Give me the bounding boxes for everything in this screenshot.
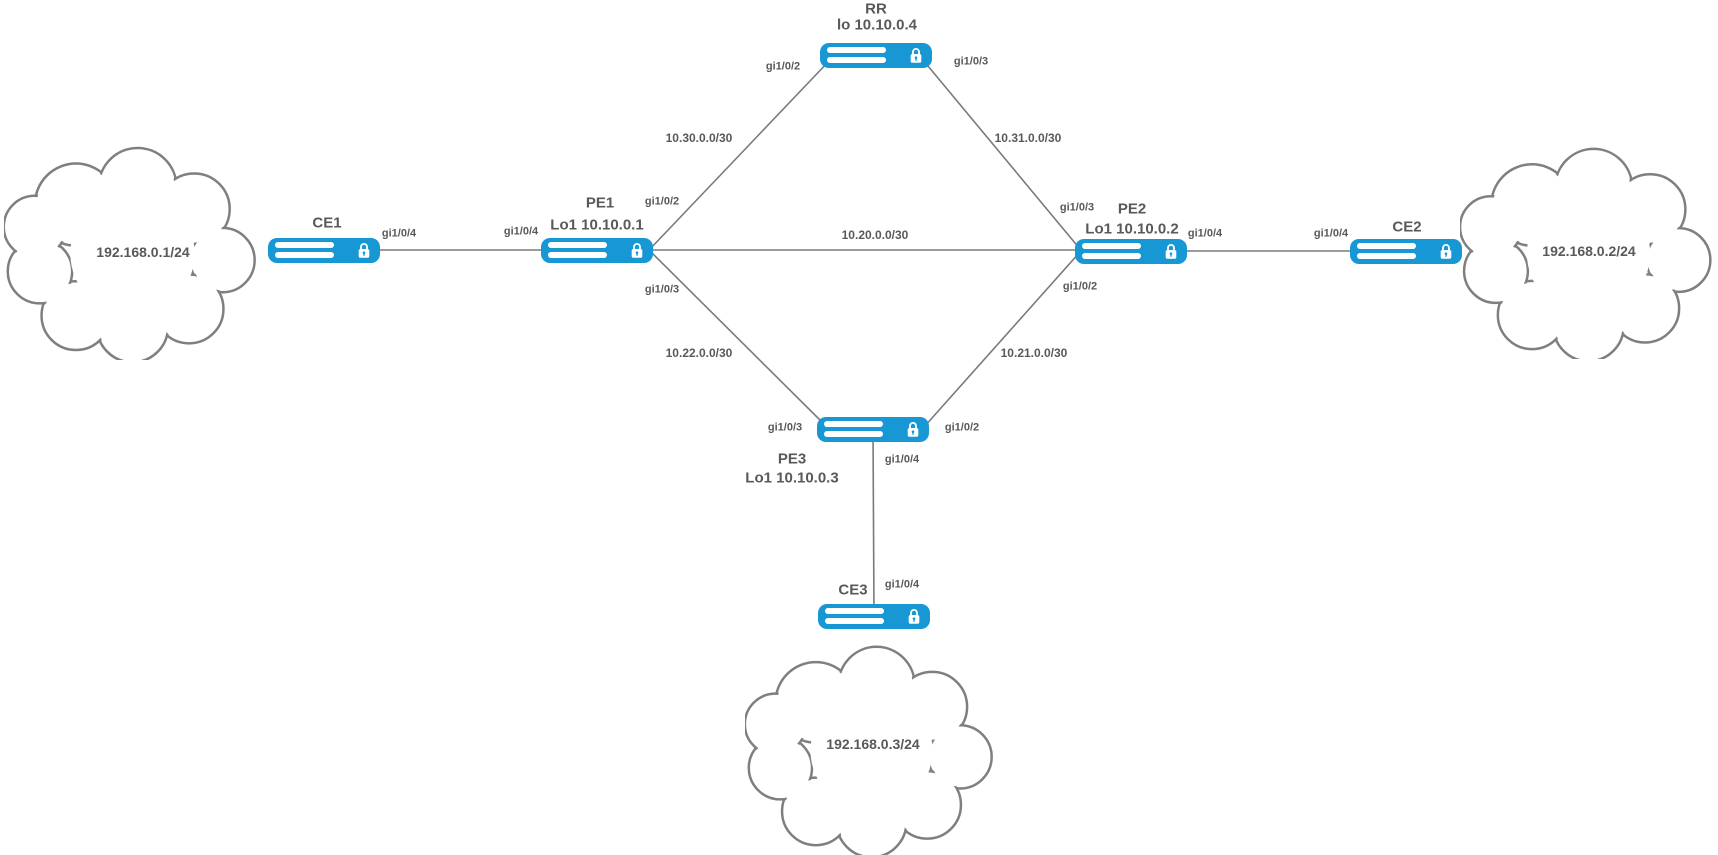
cloud-1-label: 192.168.0.1/24 [96,244,190,260]
router-ce1[interactable] [268,237,380,263]
router-slot-bar [827,46,886,53]
cloud-fill [746,648,990,855]
router-pe3[interactable] [817,416,929,442]
cloud-1[interactable] [4,138,261,360]
iface-ce2-gi1-0-4: gi1/0/4 [1313,227,1349,240]
title-pe1: PE1 [585,194,615,212]
router-slot-bar [1357,242,1416,249]
router-slot-bar [548,251,607,258]
iface-pe2-gi1-0-2: gi1/0/2 [1062,280,1098,293]
net-10-31-0-0-30: 10.31.0.0/30 [994,131,1062,145]
router-ce2[interactable] [1350,238,1462,264]
net-10-30-0-0-30: 10.30.0.0/30 [665,131,733,145]
title-ce2: CE2 [1392,218,1422,236]
link-pe1-rr[interactable] [649,59,831,250]
router-slot-bar [825,617,884,624]
router-slot-bar [1357,252,1416,259]
router-slot-bar [824,430,883,437]
router-pe2[interactable] [1075,238,1187,264]
cloud-3-label: 192.168.0.3/24 [826,736,920,752]
iface-pe1-gi1-0-4: gi1/0/4 [503,225,539,238]
router-slot-bar [1082,252,1141,259]
router-ce3[interactable] [818,603,930,629]
cloud-2-label: 192.168.0.2/24 [1542,243,1636,259]
lock-icon [1440,243,1452,259]
router-slot-bar [824,420,883,427]
router-slot-bar [827,56,886,63]
net-10-21-0-0-30: 10.21.0.0/30 [1000,346,1068,360]
loopback-pe2: Lo1 10.10.0.2 [1085,220,1179,238]
iface-rr-gi1-0-2: gi1/0/2 [765,60,801,73]
link-pe1-pe3[interactable] [649,250,828,428]
lock-icon [907,421,919,437]
loopback-pe3: Lo1 10.10.0.3 [745,469,839,487]
iface-pe2-gi1-0-4: gi1/0/4 [1187,227,1223,240]
router-slot-bar [275,241,334,248]
loopback-rr: lo 10.10.0.4 [836,16,918,34]
router-slot-bar [275,251,334,258]
iface-ce1-gi1-0-4: gi1/0/4 [381,227,417,240]
cloud-fill [1462,150,1709,359]
cloud-fill [5,149,253,360]
lock-icon [1165,243,1177,259]
iface-pe1-gi1-0-3: gi1/0/3 [644,283,680,296]
iface-rr-gi1-0-3: gi1/0/3 [953,55,989,68]
lock-icon [908,608,920,624]
iface-pe2-gi1-0-3: gi1/0/3 [1059,201,1095,214]
router-slot-bar [825,607,884,614]
net-10-20-0-0-30: 10.20.0.0/30 [841,228,909,242]
title-pe3: PE3 [777,450,807,468]
router-slot-bar [548,241,607,248]
router-slot-bar [1082,242,1141,249]
iface-pe1-gi1-0-2: gi1/0/2 [644,195,680,208]
router-rr[interactable] [820,42,932,68]
loopback-pe1: Lo1 10.10.0.1 [550,216,644,234]
title-ce1: CE1 [312,214,342,232]
link-rr-pe2[interactable] [922,59,1081,250]
iface-pe3-gi1-0-2: gi1/0/2 [944,421,980,434]
cloud-2[interactable] [1460,139,1717,359]
net-10-22-0-0-30: 10.22.0.0/30 [665,346,733,360]
lock-icon [358,242,370,258]
lock-icon [631,242,643,258]
iface-pe3-gi1-0-3: gi1/0/3 [767,421,803,434]
lock-icon [910,47,922,63]
title-pe2: PE2 [1117,200,1147,218]
cloud-3[interactable] [745,637,998,855]
link-pe3-ce3[interactable] [872,428,875,617]
iface-ce3-gi1-0-4: gi1/0/4 [884,578,920,591]
title-rr: RR [865,0,887,18]
link-pe2-pe3[interactable] [923,251,1081,428]
iface-pe3-gi1-0-4: gi1/0/4 [884,453,920,466]
title-ce3: CE3 [838,581,868,599]
router-pe1[interactable] [541,237,653,263]
